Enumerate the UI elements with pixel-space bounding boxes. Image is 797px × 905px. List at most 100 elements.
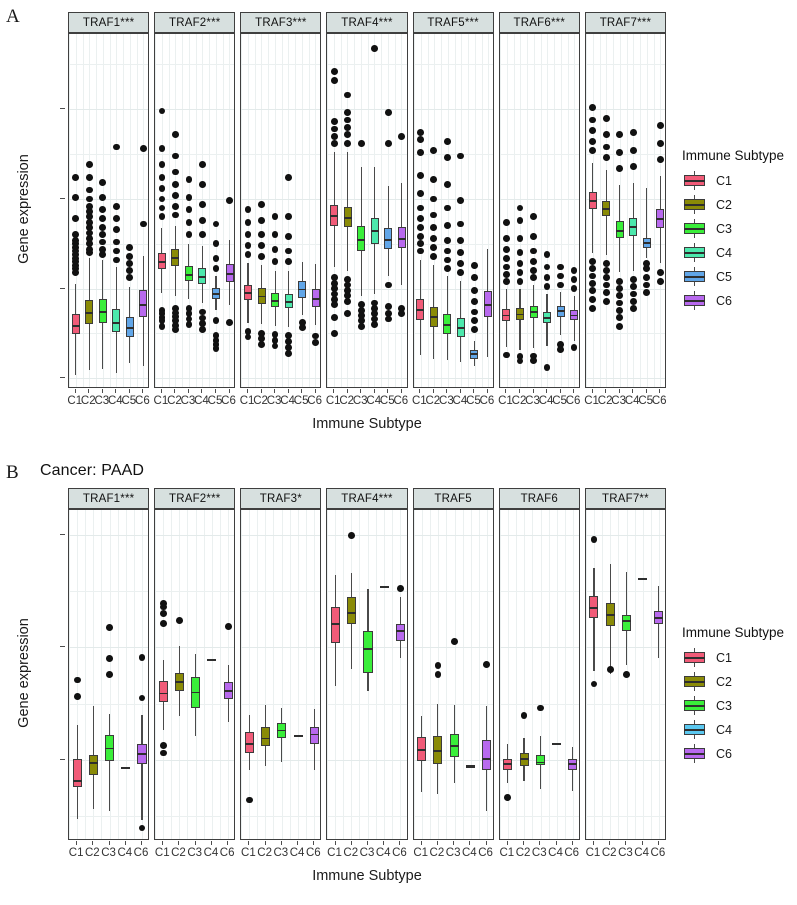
facet-pane [68, 33, 150, 388]
gridline-vertical [454, 34, 456, 387]
x-tick-mark [605, 389, 607, 393]
boxplot-outlier [112, 238, 120, 246]
x-tick-mark [201, 389, 203, 393]
boxplot-whisker [274, 270, 276, 293]
legend-key-whisker [693, 648, 695, 653]
boxplot-box [271, 292, 280, 308]
gridline-horizontal [413, 289, 493, 290]
boxplot-outlier [330, 313, 338, 321]
boxplot-whisker [507, 769, 509, 784]
boxplot-outlier [656, 122, 664, 129]
gridline-horizontal [241, 535, 321, 536]
boxplot-outlier [471, 326, 478, 334]
boxplot-outlier [516, 204, 524, 212]
boxplot-median [198, 276, 207, 279]
legend-item-c3[interactable]: C3 [682, 695, 784, 716]
boxplot-median [298, 288, 307, 291]
boxplot-outlier [172, 304, 179, 312]
boxplot-whisker [421, 715, 423, 738]
boxplot-whisker [659, 227, 661, 264]
boxplot-median [85, 311, 94, 314]
legend-item-c4[interactable]: C4 [682, 719, 784, 740]
boxplot-outlier [357, 301, 365, 309]
facet-pane [412, 33, 494, 388]
facet-strip-label: TRAF4*** [326, 488, 408, 509]
x-tick-mark [659, 389, 661, 393]
boxplot-outlier [616, 165, 624, 172]
legend-item-c3[interactable]: C3 [682, 218, 784, 239]
boxplot-flat [638, 578, 648, 581]
boxplot-whisker [247, 300, 249, 323]
x-tick-label: C3 [266, 395, 282, 407]
gridline-horizontal [69, 289, 149, 290]
boxplot-outlier [589, 304, 596, 312]
boxplot-median [98, 311, 107, 313]
boxplot-median [470, 353, 479, 355]
legend-key-whisker [693, 720, 695, 725]
x-tick-mark [74, 389, 76, 393]
gridline-vertical [499, 34, 501, 387]
gridline-horizontal [413, 333, 493, 334]
legend-item-label: C1 [716, 650, 732, 665]
legend-key-swatch [682, 648, 707, 667]
boxplot-whisker [593, 567, 595, 596]
facet-strip-label: TRAF4*** [326, 12, 408, 33]
x-tick-mark [657, 841, 659, 845]
gridline-vertical [343, 510, 345, 839]
legend-item-c2[interactable]: C2 [682, 194, 784, 215]
legend-item-label: C4 [716, 245, 732, 260]
boxplot-whisker [351, 623, 353, 669]
x-axis-label: Immune Subtype [312, 868, 422, 884]
legend-item-c2[interactable]: C2 [682, 671, 784, 692]
x-tick-mark [459, 389, 461, 393]
boxplot-outlier [330, 274, 338, 282]
gridline-horizontal [69, 378, 149, 379]
boxplot-outlier [530, 352, 537, 360]
boxplot-outlier [602, 267, 610, 275]
boxplot-outlier [589, 138, 596, 145]
boxplot-box [244, 731, 254, 753]
boxplot-box [519, 752, 529, 767]
boxplot-whisker [399, 596, 401, 624]
facet-pane [412, 509, 494, 840]
boxplot-outlier [330, 285, 338, 292]
boxplot-box [261, 727, 271, 746]
boxplot-whisker [141, 714, 143, 744]
boxplot-median [416, 309, 425, 312]
legend-item-c5[interactable]: C5 [682, 266, 784, 287]
boxplot-median [529, 311, 538, 313]
boxplot-whisker [178, 646, 181, 673]
gridline-vertical [533, 34, 535, 387]
gridline-vertical [76, 34, 77, 387]
boxplot-outlier [416, 190, 424, 197]
boxplot-median [482, 757, 492, 760]
boxplot-outlier [530, 274, 537, 282]
x-tick-label: C4 [366, 395, 382, 407]
boxplot-outlier [72, 240, 80, 248]
legend-item-c6[interactable]: C6 [682, 290, 784, 311]
x-tick-mark [178, 841, 180, 845]
gridline-vertical [601, 510, 603, 839]
legend-item-c6[interactable]: C6 [682, 743, 784, 764]
boxplot-outlier [616, 306, 624, 314]
panel-a-plot: Gene expression0.02.55.07.5TRAF1***C1C2C… [16, 12, 667, 440]
gridline-vertical [507, 510, 509, 839]
legend-item-c4[interactable]: C4 [682, 242, 784, 263]
boxplot-outlier [516, 269, 524, 276]
facet-pane [154, 509, 236, 840]
gridline-horizontal [327, 333, 407, 334]
x-tick-mark [523, 841, 525, 845]
boxplot-median [602, 208, 611, 210]
gridline-vertical [388, 34, 390, 387]
gridline-vertical [626, 34, 628, 387]
legend-item-c1[interactable]: C1 [682, 170, 784, 191]
legend-key-whisker [693, 305, 695, 310]
gridline-horizontal [499, 154, 579, 155]
boxplot-outlier [384, 310, 392, 318]
boxplot-outlier [483, 660, 490, 668]
x-tick-label: C3 [187, 847, 203, 859]
boxplot-outlier [85, 245, 93, 253]
legend-item-c1[interactable]: C1 [682, 647, 784, 668]
gridline-horizontal [413, 591, 493, 592]
boxplot-outlier [371, 315, 379, 323]
